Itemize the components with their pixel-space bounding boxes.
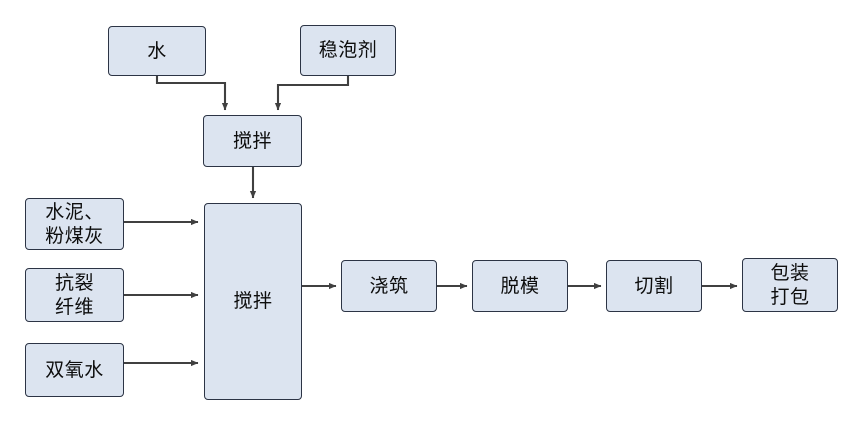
node-label-mix2: 搅拌	[233, 290, 273, 313]
node-label-peroxide: 双氧水	[45, 358, 104, 381]
node-stabilizer[interactable]: 稳泡剂	[300, 25, 396, 76]
node-label-demold: 脱模	[500, 274, 540, 297]
node-fiber[interactable]: 抗裂 纤维	[25, 268, 124, 322]
node-cement[interactable]: 水泥、 粉煤灰	[25, 198, 124, 250]
node-peroxide[interactable]: 双氧水	[25, 343, 124, 397]
node-label-pour: 浇筑	[369, 274, 409, 297]
node-mix1[interactable]: 搅拌	[203, 115, 302, 167]
node-label-cut: 切割	[634, 274, 674, 297]
node-demold[interactable]: 脱模	[472, 260, 568, 312]
node-label-cement: 水泥、 粉煤灰	[45, 200, 104, 247]
node-pour[interactable]: 浇筑	[341, 260, 437, 312]
node-package[interactable]: 包装 打包	[742, 258, 838, 312]
edge-stabilizer-to-mix1	[274, 76, 350, 111]
node-label-mix1: 搅拌	[232, 129, 272, 152]
node-water[interactable]: 水	[108, 26, 206, 76]
node-label-package: 包装 打包	[770, 261, 810, 308]
edge-water-to-mix1	[155, 76, 229, 111]
node-label-fiber: 抗裂 纤维	[54, 271, 94, 318]
node-label-water: 水	[147, 39, 167, 62]
node-cut[interactable]: 切割	[606, 260, 702, 312]
node-mix2[interactable]: 搅拌	[204, 203, 302, 400]
node-label-stabilizer: 稳泡剂	[318, 39, 378, 62]
